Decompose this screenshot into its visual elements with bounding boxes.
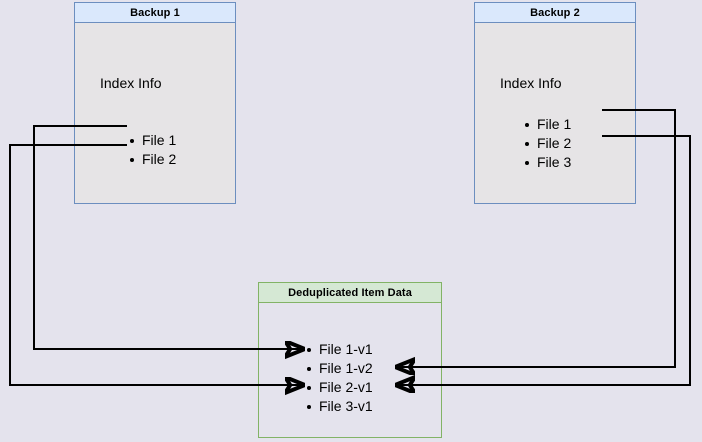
node-backup-2-header: Backup 2	[475, 3, 635, 23]
node-backup-2-index-label: Index Info	[500, 75, 562, 91]
node-deduplicated-item-data[interactable]: Deduplicated Item Data File 1-v1 File 1-…	[258, 282, 442, 438]
list-item: File 1	[523, 115, 571, 134]
node-backup-2-file-list: File 1 File 2 File 3	[523, 115, 571, 172]
node-backup-1-file-list: File 1 File 2	[128, 131, 176, 169]
node-backup-1[interactable]: Backup 1 Index Info File 1 File 2	[74, 2, 236, 204]
node-deduplicated-item-data-header: Deduplicated Item Data	[259, 283, 441, 303]
node-backup-1-index-label: Index Info	[100, 75, 162, 91]
node-backup-2-body: Index Info File 1 File 2 File 3	[475, 23, 635, 203]
list-item: File 1-v1	[305, 340, 373, 359]
node-backup-2[interactable]: Backup 2 Index Info File 1 File 2 File 3	[474, 2, 636, 204]
list-item: File 2	[128, 150, 176, 169]
node-deduplicated-item-data-body: File 1-v1 File 1-v2 File 2-v1 File 3-v1	[259, 303, 441, 437]
node-backup-1-body: Index Info File 1 File 2	[75, 23, 235, 203]
node-backup-1-header: Backup 1	[75, 3, 235, 23]
list-item: File 1-v2	[305, 359, 373, 378]
list-item: File 3	[523, 153, 571, 172]
list-item: File 3-v1	[305, 397, 373, 416]
list-item: File 2-v1	[305, 378, 373, 397]
list-item: File 1	[128, 131, 176, 150]
node-deduplicated-item-data-file-list: File 1-v1 File 1-v2 File 2-v1 File 3-v1	[305, 340, 373, 416]
list-item: File 2	[523, 134, 571, 153]
